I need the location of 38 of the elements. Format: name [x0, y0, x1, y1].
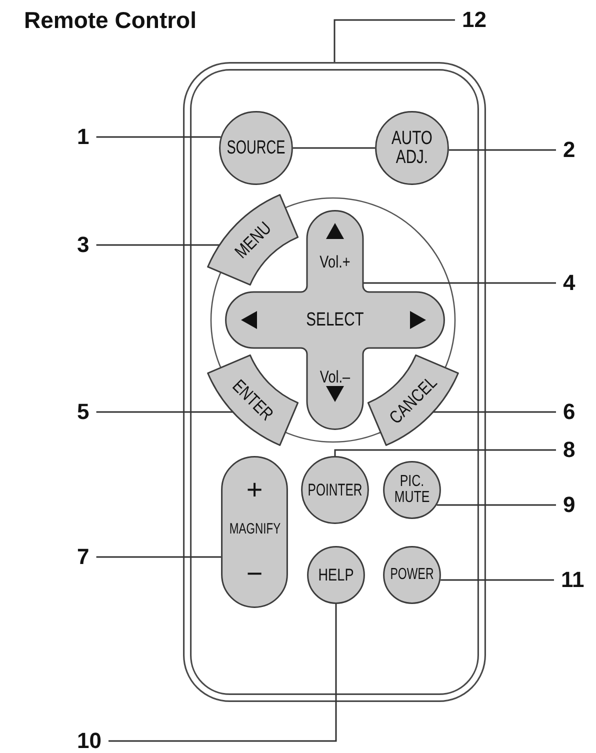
connecting-line: [293, 147, 375, 149]
leader-line: [96, 411, 233, 413]
leader-line: [96, 136, 221, 138]
leader-line: [96, 244, 220, 246]
pointer-button: POINTER: [301, 456, 369, 524]
select-label: SELECT: [306, 310, 364, 330]
leader-line: [96, 556, 221, 558]
leader-line: [108, 604, 337, 742]
callout-number: 3: [77, 234, 90, 256]
leader-line: [436, 504, 556, 506]
callout-number: 2: [563, 139, 576, 161]
callout-number: 1: [77, 126, 90, 148]
leader-line: [448, 149, 556, 151]
callout-number: 11: [561, 569, 584, 591]
callout-number: 8: [563, 439, 576, 461]
callout-number: 10: [77, 730, 102, 752]
callout-number: 9: [563, 494, 576, 516]
callout-number: 12: [462, 9, 486, 31]
callout-number: 6: [563, 401, 576, 423]
leader-line: [433, 411, 556, 413]
callout-number: 4: [563, 272, 576, 294]
power-button: POWER: [383, 546, 441, 604]
leader-line: [440, 579, 554, 581]
magnify-button: + MAGNIFY −: [221, 456, 288, 608]
help-button: HELP: [307, 546, 365, 604]
callout-number: 7: [77, 546, 90, 568]
leader-line: [363, 282, 556, 284]
select-pad: [225, 210, 445, 430]
leader-line: [334, 449, 556, 456]
remote-body: [183, 62, 486, 702]
callout-number: 5: [77, 401, 90, 423]
diagram-title: Remote Control: [24, 9, 196, 32]
picture-mute-button: PIC. MUTE: [383, 461, 441, 519]
volume-up-label: Vol.+: [320, 254, 350, 270]
leader-line: [334, 19, 455, 62]
volume-down-label: Vol.–: [320, 368, 350, 386]
auto-adjust-button: AUTO ADJ.: [375, 111, 449, 185]
source-button: SOURCE: [219, 111, 293, 185]
